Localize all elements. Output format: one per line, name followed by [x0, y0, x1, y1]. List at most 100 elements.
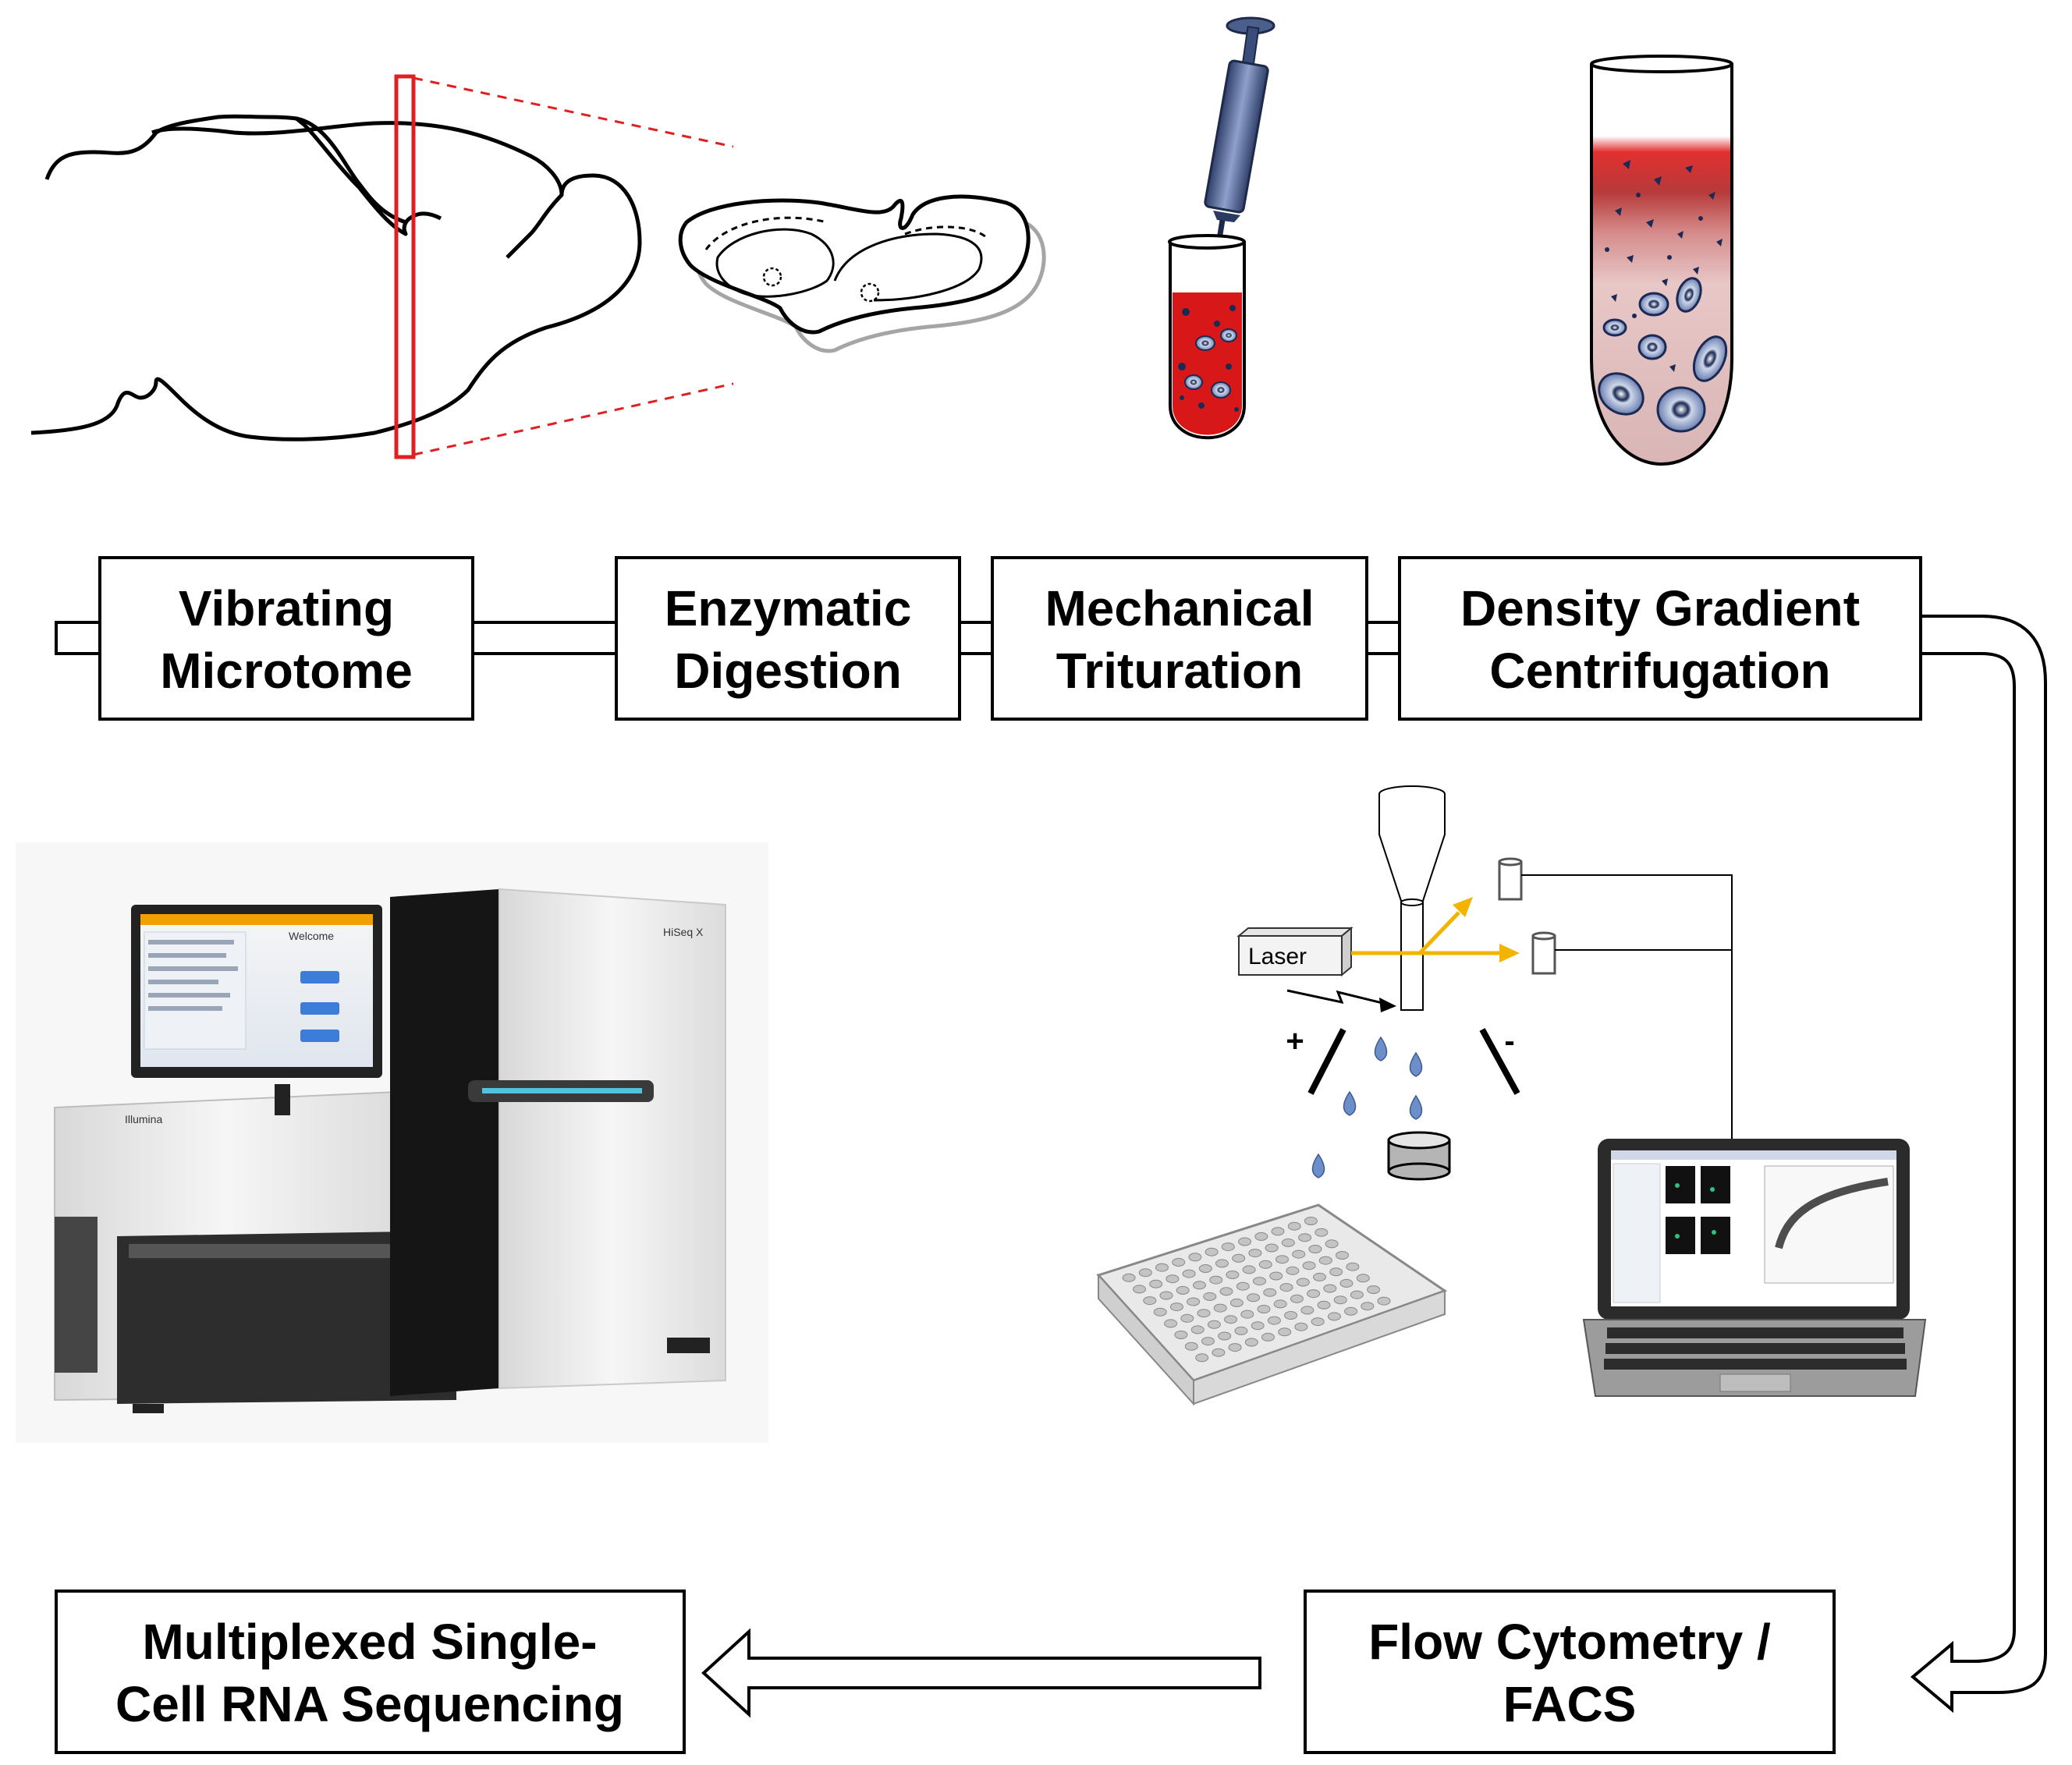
- well: [1279, 1283, 1293, 1292]
- well: [1197, 1309, 1211, 1318]
- well: [1193, 1281, 1206, 1290]
- well: [1209, 1275, 1223, 1285]
- well: [1377, 1296, 1391, 1306]
- well: [1346, 1262, 1360, 1271]
- well: [1240, 1310, 1254, 1319]
- well: [1327, 1312, 1341, 1321]
- well: [1143, 1296, 1157, 1306]
- detector-icon: [1498, 857, 1523, 901]
- well: [1215, 1259, 1229, 1268]
- well: [1290, 1294, 1304, 1303]
- droplet-icon: [1311, 1036, 1423, 1178]
- laser-source: Laser: [1236, 926, 1354, 977]
- well: [1195, 1353, 1209, 1363]
- well: [1234, 1326, 1248, 1335]
- well: [1133, 1285, 1146, 1294]
- centrifuge-tube-icon: [1590, 55, 1733, 466]
- well: [1286, 1266, 1300, 1275]
- well: [1361, 1302, 1375, 1311]
- well: [1275, 1255, 1289, 1264]
- well: [1307, 1289, 1321, 1299]
- well: [1367, 1285, 1381, 1294]
- collection-cup-icon: [1387, 1131, 1451, 1181]
- monitor-screen-title: Welcome: [289, 930, 334, 942]
- step-label-line1: Flow Cytometry /: [1368, 1614, 1771, 1670]
- well: [1258, 1260, 1272, 1269]
- well: [1350, 1290, 1364, 1299]
- step-box-enzymatic-digestion: Enzymatic Digestion: [615, 556, 961, 721]
- brand-label: Illumina: [125, 1113, 162, 1125]
- step-box-mechanical-trituration: Mechanical Trituration: [991, 556, 1368, 721]
- well: [1238, 1237, 1252, 1246]
- well: [1172, 1257, 1186, 1267]
- well: [1313, 1272, 1326, 1281]
- well: [1263, 1288, 1277, 1297]
- well: [1251, 1321, 1265, 1331]
- well: [1253, 1277, 1266, 1286]
- well: [1292, 1249, 1306, 1259]
- well: [1203, 1292, 1217, 1301]
- well: [1242, 1265, 1256, 1274]
- minus-label: -: [1504, 1024, 1514, 1058]
- step-box-facs: Flow Cytometry / FACS: [1304, 1590, 1836, 1754]
- well: [1294, 1322, 1308, 1331]
- well: [1325, 1239, 1339, 1249]
- well: [1265, 1243, 1279, 1253]
- well: [1213, 1303, 1227, 1313]
- step-label-line1: Density Gradient: [1460, 580, 1860, 636]
- well: [1339, 1278, 1354, 1288]
- well: [1315, 1228, 1329, 1237]
- well: [1302, 1261, 1316, 1271]
- coronal-slice-icon: [678, 194, 1046, 353]
- step-box-sequencing: Multiplexed Single- Cell RNA Sequencing: [55, 1590, 686, 1754]
- well: [1182, 1269, 1196, 1278]
- well: [1138, 1268, 1152, 1278]
- well: [1184, 1341, 1198, 1351]
- laser-label: Laser: [1248, 944, 1307, 969]
- step-label-line2: Trituration: [1056, 643, 1303, 699]
- well: [1155, 1263, 1169, 1272]
- well: [1284, 1311, 1298, 1320]
- well: [1329, 1267, 1343, 1277]
- step-box-density-gradient: Density Gradient Centrifugation: [1398, 556, 1922, 721]
- well: [1356, 1274, 1370, 1283]
- well: [1323, 1284, 1337, 1293]
- step-label-line1: Enzymatic: [665, 580, 912, 636]
- well-plate-icon: [1096, 1203, 1448, 1406]
- well: [1159, 1291, 1173, 1300]
- well: [1224, 1315, 1238, 1324]
- well: [1257, 1305, 1271, 1313]
- well: [1318, 1256, 1332, 1265]
- well: [1228, 1343, 1242, 1352]
- trituration-tube-icon: [1168, 234, 1246, 440]
- well: [1188, 1253, 1202, 1262]
- well: [1201, 1337, 1215, 1346]
- well: [1187, 1297, 1201, 1306]
- well: [1287, 1221, 1301, 1231]
- step-label-line1: Vibrating: [179, 580, 394, 636]
- step-label-line2: Centrifugation: [1489, 643, 1830, 699]
- well: [1229, 1298, 1244, 1307]
- well: [1317, 1300, 1331, 1310]
- cell-sorter-schematic: Laser + -: [1236, 785, 1733, 1181]
- well: [1308, 1245, 1322, 1253]
- well: [1300, 1306, 1315, 1315]
- well: [1218, 1331, 1232, 1341]
- well: [1304, 1217, 1318, 1225]
- pipeline-connector: [55, 615, 2047, 1714]
- facs-to-sequencing-arrow: [701, 1628, 1261, 1718]
- well: [1149, 1279, 1163, 1288]
- well: [1248, 1249, 1262, 1258]
- well: [1153, 1307, 1167, 1317]
- well: [1261, 1332, 1275, 1341]
- well: [1271, 1227, 1285, 1236]
- well: [1166, 1274, 1180, 1284]
- laptop-icon: [1582, 1139, 1927, 1397]
- section-roi-box: [394, 74, 416, 459]
- model-label: HiSeq X: [663, 926, 704, 938]
- well: [1298, 1233, 1312, 1242]
- plus-label: +: [1286, 1024, 1304, 1058]
- well: [1198, 1264, 1212, 1273]
- step-label-line2: Digestion: [674, 643, 902, 699]
- brain-sagittal-icon: [30, 114, 642, 441]
